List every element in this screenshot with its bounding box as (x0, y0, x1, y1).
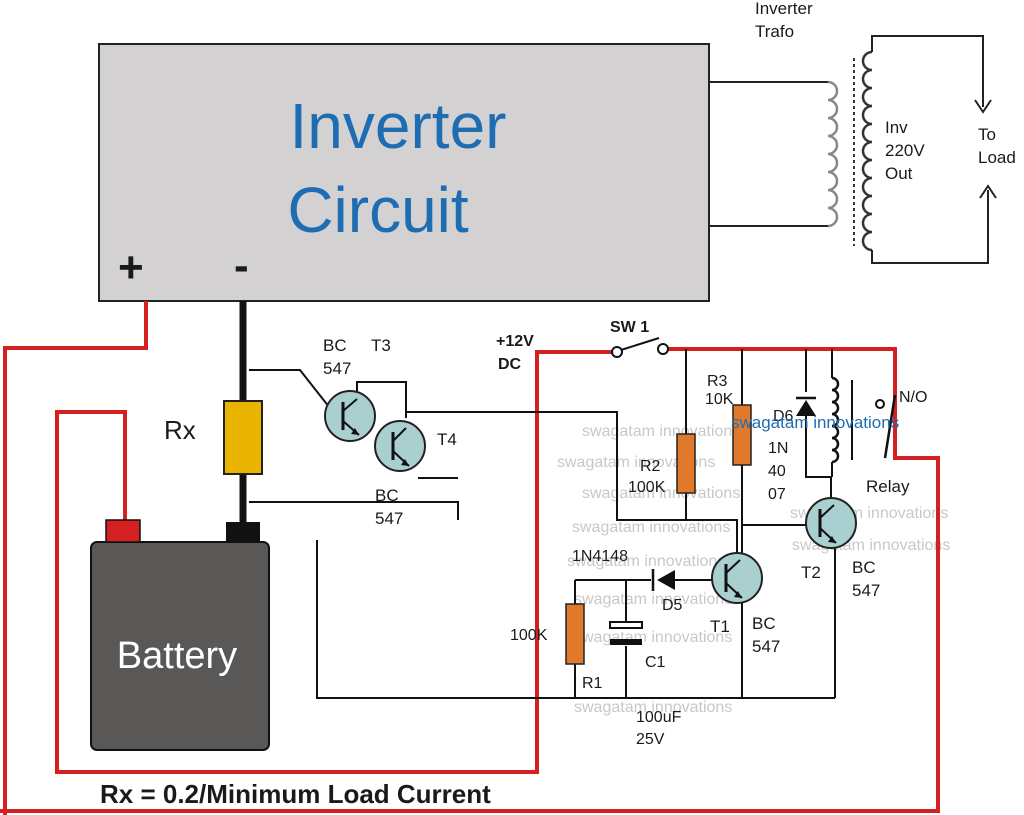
inv-out-line2: 220V (885, 141, 925, 160)
transistor-t4 (374, 420, 426, 472)
capacitor-c1 (609, 621, 643, 645)
svg-text:swagatam innovations: swagatam innovations (574, 629, 732, 646)
r3-value: 10K (705, 391, 734, 408)
trafo-label-line2: Trafo (755, 22, 794, 41)
arrow-down-icon (974, 99, 992, 114)
rx-label: Rx (164, 415, 196, 445)
inverter-title-line2: Circuit (287, 174, 469, 246)
t2-type-line1: BC (852, 558, 876, 577)
t4-type-line2: 547 (375, 509, 403, 528)
red-wires (0, 301, 940, 815)
t4-type-line1: BC (375, 486, 399, 505)
svg-text:swagatam innovations: swagatam innovations (574, 591, 732, 608)
diode-d5 (651, 569, 675, 591)
inverter-plus-label: + (118, 243, 144, 292)
t1-type-line2: 547 (752, 637, 780, 656)
supply-line2: DC (498, 356, 522, 373)
d6-value-line3: 07 (768, 486, 786, 503)
t2-name: T2 (801, 563, 821, 582)
d6-value-line1: 1N (768, 440, 788, 457)
d6-name: D6 (773, 408, 794, 425)
battery-minus-terminal (226, 522, 260, 542)
transistor-t1 (711, 552, 763, 604)
battery-plus-terminal (105, 519, 141, 543)
resistor-r2 (676, 433, 696, 494)
brand-watermark: swagatam innovations (731, 413, 899, 432)
t3-type-line1: BC (323, 336, 347, 355)
inv-out-line1: Inv (885, 118, 908, 137)
c1-name: C1 (645, 654, 666, 671)
relay-contact-label: N/O (899, 389, 927, 406)
r1-name: R1 (582, 675, 603, 692)
t2-type-line2: 547 (852, 581, 880, 600)
trafo-primary-coil (827, 80, 839, 228)
inv-out-line3: Out (885, 164, 913, 183)
relay-contact (875, 394, 897, 459)
d6-value-line2: 40 (768, 463, 786, 480)
t1-type-line1: BC (752, 614, 776, 633)
rx-resistor (223, 400, 263, 475)
inverter-minus-label: - (234, 241, 249, 290)
resistor-r3 (732, 404, 752, 466)
t3-type-line2: 547 (323, 359, 351, 378)
svg-text:swagatam innovations: swagatam innovations (574, 699, 732, 716)
c1-value-line2: 25V (636, 731, 665, 748)
to-load-line1: To (978, 125, 996, 144)
rx-formula: Rx = 0.2/Minimum Load Current (100, 779, 491, 809)
trafo-label-line1: Inverter (755, 0, 813, 18)
battery-label: Battery (117, 635, 237, 677)
svg-text:swagatam innovations: swagatam innovations (582, 423, 740, 440)
battery-body (90, 541, 270, 751)
to-load-line2: Load (978, 148, 1016, 167)
output-loop (871, 35, 989, 264)
r3-name: R3 (707, 373, 728, 390)
supply-line1: +12V (496, 333, 534, 350)
t4-name: T4 (437, 430, 457, 449)
svg-text:swagatam innovations: swagatam innovations (582, 485, 740, 502)
d5-value: 1N4148 (572, 548, 628, 565)
t1-name: T1 (710, 617, 730, 636)
r2-value: 100K (628, 479, 666, 496)
c1-value-line1: 100uF (636, 709, 682, 726)
relay-coil (831, 376, 840, 464)
svg-text:swagatam innovations: swagatam innovations (557, 454, 715, 471)
r2-name: R2 (640, 458, 661, 475)
diode-d6 (796, 396, 816, 416)
resistor-r1 (565, 603, 585, 665)
svg-text:swagatam innovations: swagatam innovations (572, 519, 730, 536)
inverter-title-line1: Inverter (290, 90, 507, 162)
transistor-t2 (805, 497, 857, 549)
r1-value: 100K (510, 627, 548, 644)
d5-name: D5 (662, 597, 683, 614)
watermark-group: swagatam innovations swagatam innovation… (557, 423, 950, 716)
inverter-box (98, 43, 710, 302)
relay-label: Relay (866, 477, 910, 496)
black-wires (249, 349, 836, 699)
arrow-up-icon (979, 184, 997, 199)
trafo-primary-wires (709, 81, 828, 227)
trafo-secondary-coil (861, 50, 873, 252)
t3-name: T3 (371, 336, 391, 355)
switch-sw1 (611, 337, 669, 358)
transistor-t3 (324, 390, 376, 442)
svg-text:swagatam innovations: swagatam innovations (567, 553, 725, 570)
switch-label: SW 1 (610, 319, 649, 336)
